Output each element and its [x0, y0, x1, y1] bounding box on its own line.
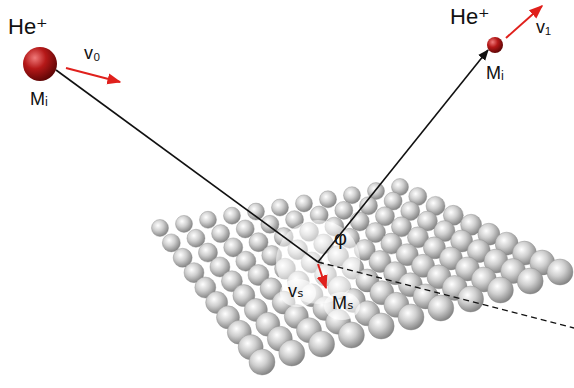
- ion-label: He⁺: [450, 6, 490, 28]
- angle-label: φ: [334, 228, 347, 248]
- surface-atom: [547, 259, 573, 285]
- label-halo: [324, 292, 360, 320]
- reference-line: [318, 262, 574, 328]
- surface-atom: [368, 313, 394, 339]
- mass-label: Mᵢ: [30, 90, 48, 108]
- surface-atom: [487, 277, 513, 303]
- surface-atom: [344, 187, 361, 204]
- surface-atom: [249, 349, 275, 375]
- surface-atom: [309, 331, 335, 357]
- surface-atom: [187, 229, 205, 247]
- velocity-label: v₁: [536, 18, 551, 36]
- surface-atom: [458, 286, 484, 312]
- surface-atom: [350, 212, 369, 231]
- recoil-arrow: [318, 264, 326, 288]
- velocity-arrow: [66, 68, 120, 82]
- ion-label: He⁺: [8, 16, 48, 38]
- surface-atom: [176, 215, 193, 232]
- surface-atom: [335, 201, 353, 219]
- surface-atom: [152, 220, 169, 237]
- surface-atom: [398, 304, 424, 330]
- surface-atom: [272, 199, 289, 216]
- label-halo: [280, 279, 316, 307]
- ion-ball: [487, 37, 503, 53]
- trajectories: [23, 6, 574, 328]
- scattered-path: [318, 50, 488, 262]
- incident-path: [56, 70, 318, 262]
- surface-atom: [224, 207, 241, 224]
- mass-label: Mᵢ: [486, 64, 504, 82]
- surface-atom: [236, 220, 254, 238]
- velocity-label: vₛ: [288, 282, 304, 300]
- velocity-label: v₀: [84, 44, 100, 62]
- surface-atom: [428, 295, 454, 321]
- surface-atom: [212, 225, 230, 243]
- surface-atom: [517, 268, 543, 294]
- surface-atom: [320, 191, 337, 208]
- surface-atom: [296, 195, 313, 212]
- surface-atom: [200, 211, 217, 228]
- surface-atom: [338, 322, 364, 348]
- surface-atom: [279, 340, 305, 366]
- surface-atom: [162, 234, 180, 252]
- mass-label: Mₛ: [332, 294, 354, 312]
- ion-ball: [23, 47, 57, 81]
